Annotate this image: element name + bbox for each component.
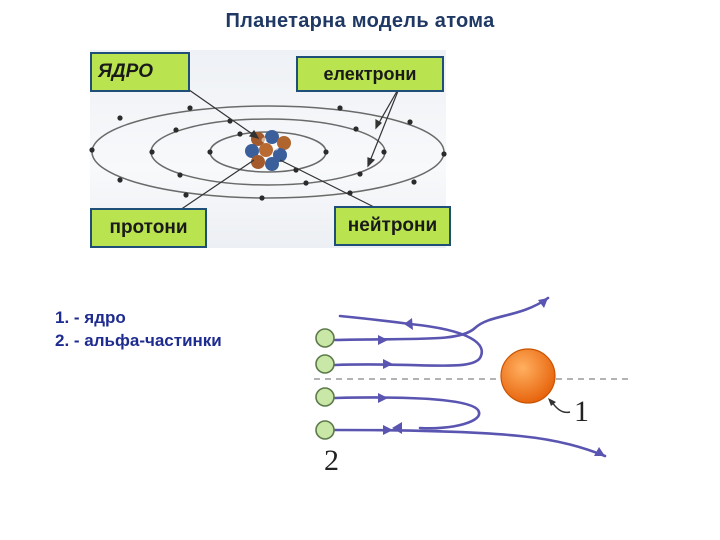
electron [89,147,95,153]
nucleus-marker: 1 [574,395,589,428]
electron [303,180,309,186]
legend-item-alpha: 2. - альфа-частинки [55,331,222,350]
label-pointers [179,84,401,211]
label-electrons: електрони [296,56,444,92]
electron [149,149,155,155]
electron [357,171,363,177]
alpha-particle [315,328,335,348]
trajectory-arrows [378,298,605,456]
trajectory-2 [333,314,483,367]
trajectory-1 [333,296,550,342]
electron [207,149,213,155]
electron [117,115,123,121]
electron [323,149,329,155]
electron [381,149,387,155]
label-nucleus: ЯДРО [90,52,190,92]
electron [117,177,123,183]
electron [353,126,359,132]
electron [441,151,447,157]
alpha-particles [315,328,335,440]
electron [177,172,183,178]
electron [407,119,413,125]
trajectory-3 [333,396,481,430]
scattering-panel [308,268,638,482]
alpha-particle [315,354,335,374]
scattering-nucleus [500,348,556,404]
electron [259,195,265,201]
legend-item-nucleus: 1. - ядро [55,308,126,327]
electron [337,105,343,111]
alpha-particle [315,420,335,440]
alpha-particle [315,387,335,407]
electron [173,127,179,133]
label-neutrons: нейтрони [334,206,451,246]
alpha-marker: 2 [324,444,339,477]
electron [411,179,417,185]
page-title: Планетарна модель атома [225,10,495,32]
legend: 1. - ядро 2. - альфа-частинки [55,306,222,352]
electron [237,131,243,137]
label-protons: протони [90,208,207,248]
electron [187,105,193,111]
electron [183,192,189,198]
